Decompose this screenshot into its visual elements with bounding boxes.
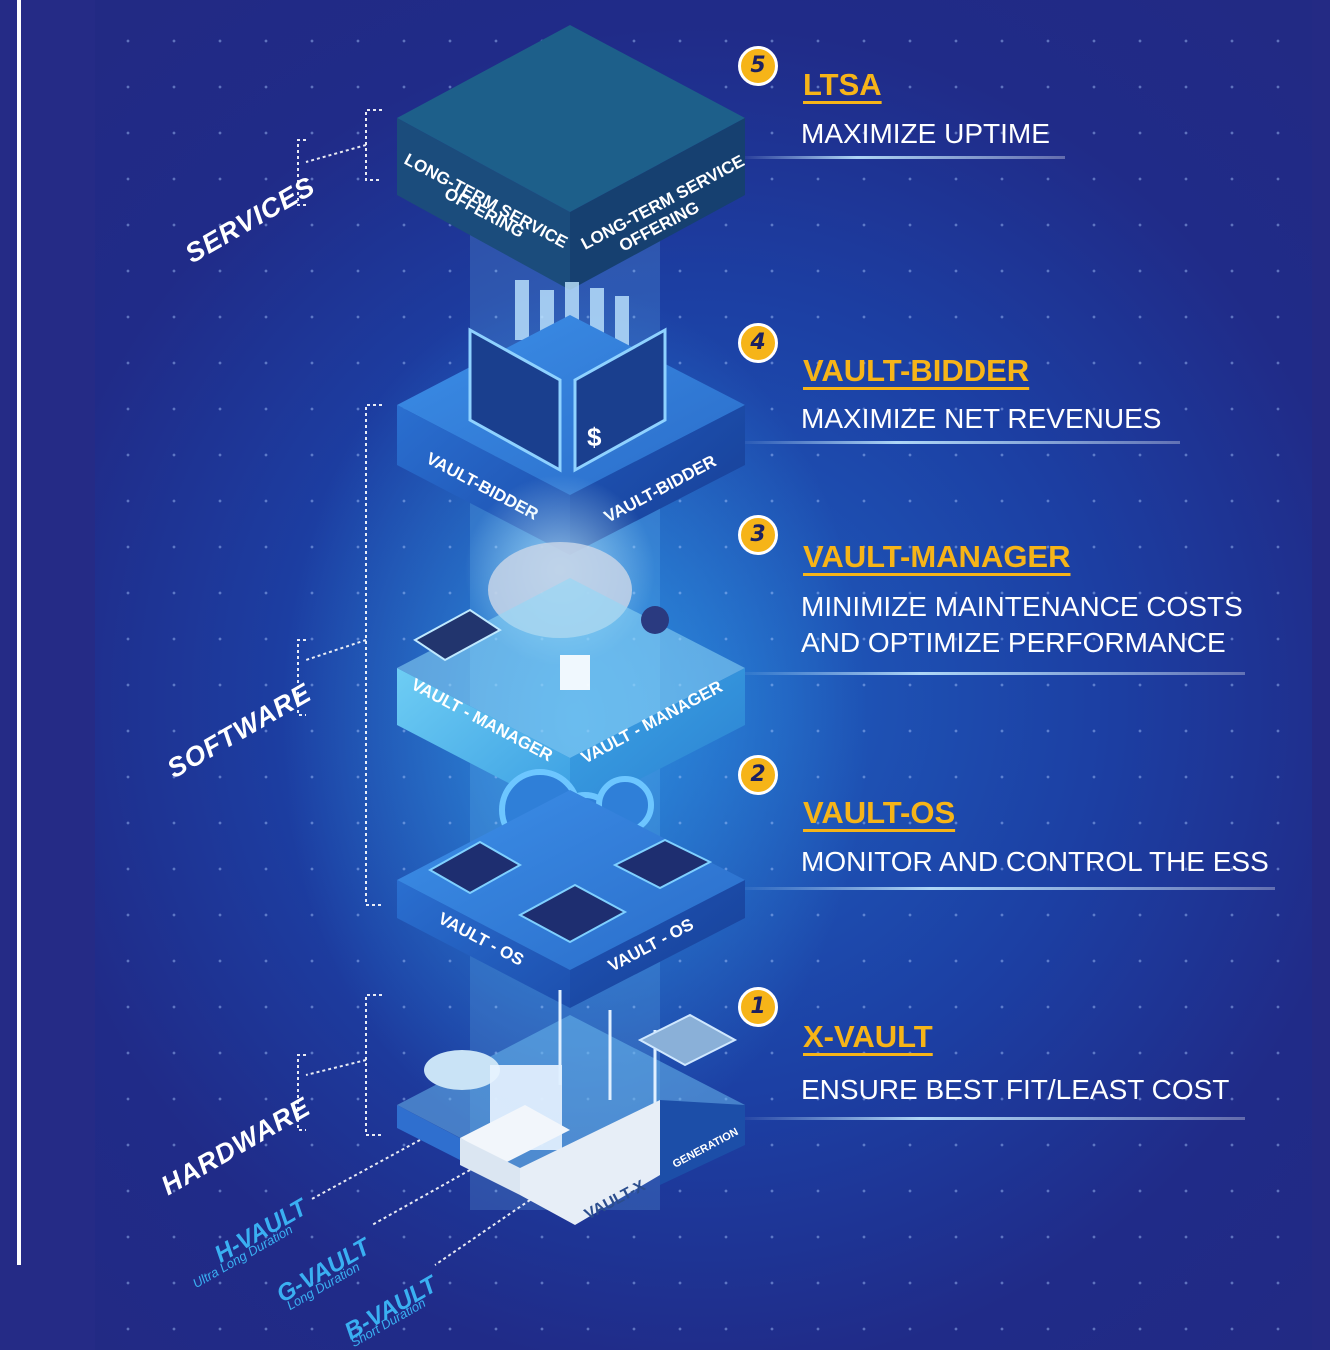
os-layer: VAULT - OS VAULT - OS [397, 769, 745, 1008]
step-1-description: ENSURE BEST FIT/LEAST COST [801, 1074, 1230, 1105]
b-vault-connector [434, 1199, 531, 1266]
step-4-description: MAXIMIZE NET REVENUES [801, 403, 1162, 434]
ltsa-top [397, 25, 745, 212]
os-screen-2 [517, 883, 628, 944]
left-divider-line [17, 0, 21, 1265]
step-3-underline [745, 672, 1245, 675]
hardware-left-block [397, 1105, 460, 1160]
software-bracket [365, 404, 382, 906]
step-3-title: VAULT-MANAGER [803, 539, 1071, 574]
manager-tablet [413, 608, 502, 662]
software-connector [305, 639, 367, 661]
services-bracket [365, 109, 382, 181]
bidder-screen-left [468, 327, 562, 473]
right-margin [1312, 0, 1330, 1350]
h-vault-connector [309, 1139, 421, 1201]
step-5-title: LTSA [803, 67, 882, 102]
solar-panel-icon [637, 1013, 738, 1067]
step-5-description: MAXIMIZE UPTIME [801, 118, 1050, 149]
os-left-face [397, 880, 570, 1008]
vault-x-block [520, 1100, 660, 1225]
step-1-title: X-VAULT [803, 1019, 933, 1054]
step-4-badge: 4 [738, 323, 778, 363]
os-screen-3 [612, 838, 713, 890]
os-top [397, 790, 745, 970]
hardware-layer: VAULT-X GENERATION [397, 990, 745, 1225]
manager-right-face [570, 668, 745, 815]
ltsa-cube: LONG-TERM SERVICE OFFERING LONG-TERM SER… [397, 25, 748, 290]
step-3-description-line1: MINIMIZE MAINTENANCE COSTS [801, 591, 1243, 622]
generation-block [660, 1100, 745, 1185]
step-2-title: VAULT-OS [803, 795, 956, 830]
category-brackets [297, 109, 531, 1266]
ltsa-left-face [397, 118, 570, 290]
step-5-underline [745, 156, 1065, 159]
bidder-screen-right [573, 327, 667, 473]
left-margin [0, 0, 95, 1350]
step-3-description-line2: AND OPTIMIZE PERFORMANCE [801, 627, 1226, 658]
step-1-underline [745, 1117, 1245, 1120]
step-3-badge: 3 [738, 515, 778, 555]
step-4-underline [745, 441, 1180, 444]
step-2-underline [745, 887, 1275, 890]
step-1-badge: 1 [738, 987, 778, 1027]
hardware-connector [305, 1059, 367, 1076]
robot-icon [560, 655, 590, 690]
step-2-badge: 2 [738, 755, 778, 795]
step-4-title: VAULT-BIDDER [803, 353, 1030, 388]
step-5-badge: 5 [738, 46, 778, 86]
operator-icon [641, 606, 669, 634]
vault-x-block-top [460, 1105, 570, 1163]
hardware-bracket [365, 994, 382, 1136]
tank-icon [424, 1050, 500, 1090]
ltsa-right-face [570, 118, 745, 290]
manager-layer: VAULT - MANAGER VAULT - MANAGER [397, 475, 745, 815]
g-vault-connector [371, 1169, 471, 1226]
services-connector [305, 144, 367, 163]
step-2-description: MONITOR AND CONTROL THE ESS [801, 846, 1269, 877]
os-screen-1 [427, 840, 523, 895]
os-right-face [570, 880, 745, 1008]
dollar-sign-icon: $ [587, 422, 602, 452]
